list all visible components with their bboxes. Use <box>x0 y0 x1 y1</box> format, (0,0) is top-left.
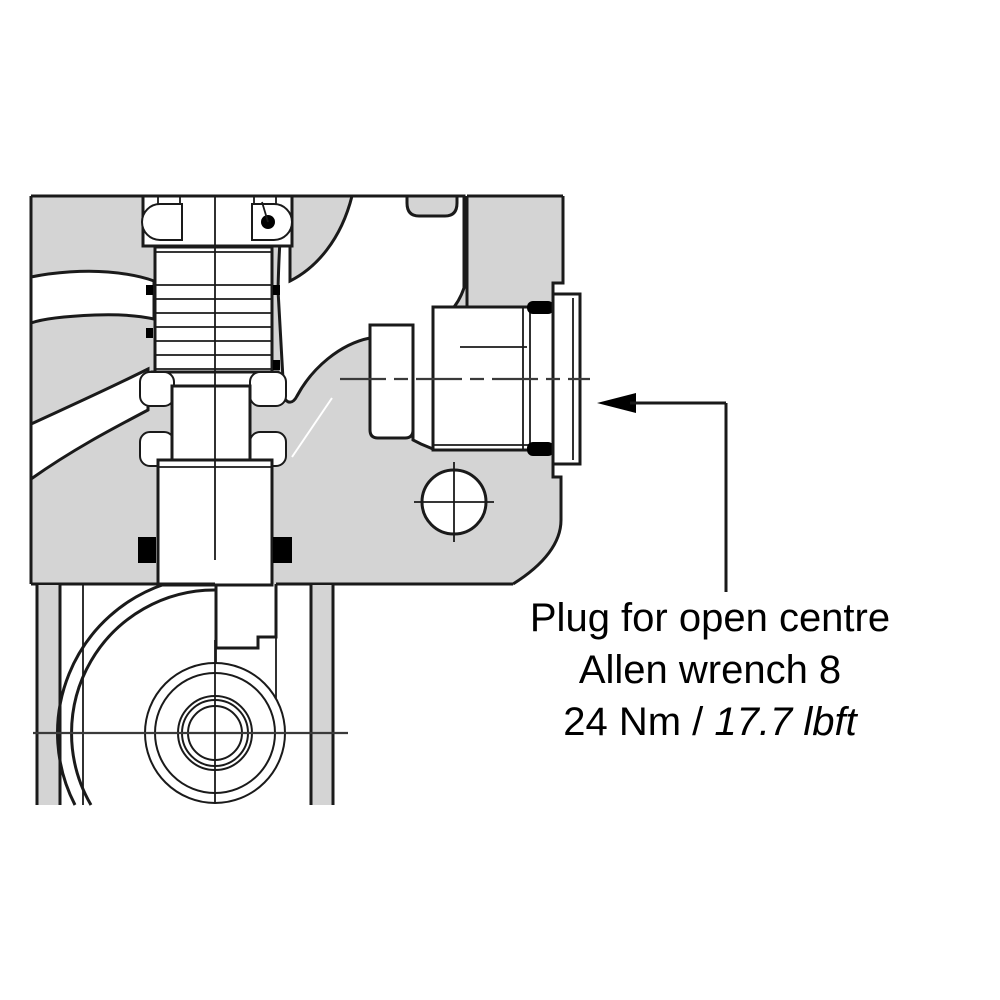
bore-pocket <box>368 323 415 440</box>
shaft-seal-left <box>138 537 156 563</box>
retainer-hook <box>139 371 175 407</box>
port-tick <box>146 328 153 338</box>
drilled-port <box>414 462 494 542</box>
spool-assembly <box>138 194 294 587</box>
lever-arc-outer <box>56 582 166 806</box>
torque-metric: 24 Nm / <box>563 700 715 744</box>
passage-top-left <box>29 269 156 326</box>
gallery-web-bridge <box>405 194 459 218</box>
annotation-line-1: Plug for open centre <box>529 596 891 640</box>
spool-land-lines <box>155 251 272 370</box>
port-tick <box>273 285 280 295</box>
plug-open-centre <box>340 292 590 466</box>
port-tick <box>146 285 153 295</box>
torque-imperial: 17.7 lbft <box>714 700 857 744</box>
spool-neck <box>170 384 252 464</box>
gallery-web-wedge <box>288 194 354 284</box>
plug-seal-bottom <box>527 442 554 456</box>
spool-lands <box>153 245 274 384</box>
spring-cap-left <box>141 203 183 241</box>
lever-arc-inner <box>70 588 217 806</box>
annotation-line-2: Allen wrench 8 <box>578 648 842 692</box>
body-outline <box>29 194 565 586</box>
shaft-seal-right <box>273 537 292 563</box>
passage-left-diagonal <box>29 366 150 482</box>
annotation-line-3-torque: 24 Nm / 17.7 lbft <box>495 696 925 748</box>
lower-linkage <box>33 582 348 806</box>
annotation-text: Plug for open centre Allen wrench 8 24 N… <box>495 592 925 748</box>
arrowhead-icon <box>597 393 636 413</box>
retainer-hook <box>249 371 287 407</box>
port-tick <box>273 360 280 370</box>
cap-pin-wire <box>261 201 269 223</box>
wedge-highlight <box>291 397 333 458</box>
rod-outline <box>214 584 278 650</box>
plug-seal-top <box>527 301 554 314</box>
annotation-leader <box>597 393 728 592</box>
right-leg-fill <box>311 585 333 805</box>
left-leg-fill <box>37 585 60 805</box>
